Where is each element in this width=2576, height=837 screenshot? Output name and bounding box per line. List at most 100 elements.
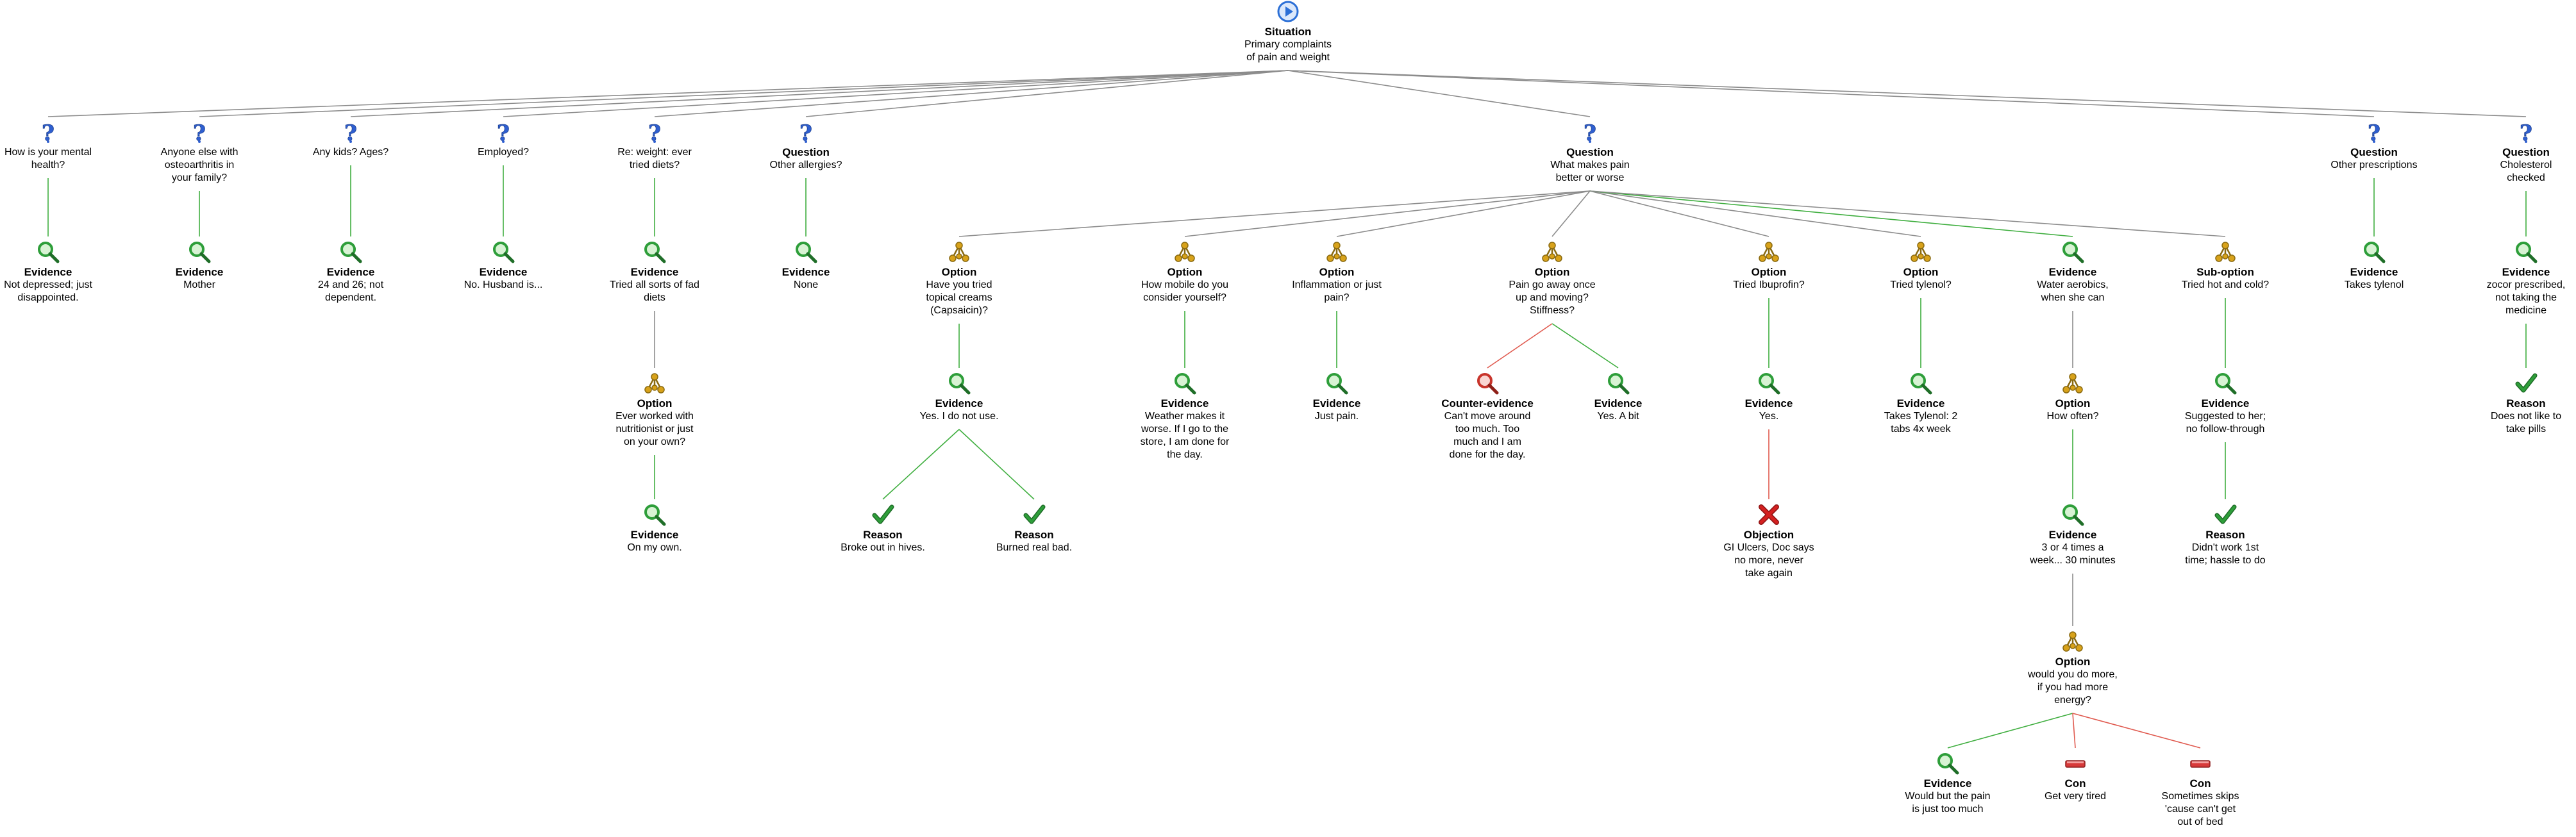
node-q1[interactable]: ?How is your mental health? xyxy=(0,120,122,172)
node-label: Ever worked with nutritionist or just on… xyxy=(615,411,694,447)
node-type: Evidence xyxy=(479,266,528,278)
magnifier-icon xyxy=(643,503,666,526)
node-type: Evidence xyxy=(1923,777,1972,790)
cross-icon xyxy=(1757,503,1780,526)
node-q4[interactable]: ?Employed? xyxy=(430,120,577,159)
svg-text:?: ? xyxy=(42,120,54,144)
node-label: Yes. I do not use. xyxy=(919,411,999,422)
edge-o74-e74 xyxy=(1551,323,1619,369)
node-type: Evidence xyxy=(630,266,679,278)
node-type: Evidence xyxy=(2502,266,2550,278)
edge-q7-e77 xyxy=(1589,190,2073,237)
node-type: Evidence xyxy=(2048,266,2097,278)
node-label: Other allergies? xyxy=(769,160,842,170)
question-icon: ? xyxy=(492,120,515,144)
svg-text:?: ? xyxy=(648,120,661,144)
magnifier-icon xyxy=(1325,372,1348,395)
svg-text:?: ? xyxy=(497,120,510,144)
question-icon: ? xyxy=(1578,120,1602,144)
node-label: Tried tylenol? xyxy=(1890,279,1952,290)
node-type: Evidence xyxy=(1896,397,1945,410)
minus-icon xyxy=(2064,752,2087,775)
node-q5[interactable]: ?Re: weight: ever tried diets? xyxy=(581,120,728,172)
edge-root-q3 xyxy=(350,70,1289,117)
edge-q7-o74 xyxy=(1551,190,1591,237)
node-q2[interactable]: ?Anyone else with osteoarthritis in your… xyxy=(126,120,273,185)
node-label: Takes Tylenol: 2 tabs 4x week xyxy=(1884,411,1958,435)
node-type: Evidence xyxy=(2048,529,2097,541)
magnifier-icon xyxy=(1173,372,1196,395)
node-q3[interactable]: ?Any kids? Ages? xyxy=(277,120,424,159)
node-label: Pain go away once up and moving? Stiffne… xyxy=(1509,279,1596,316)
svg-text:?: ? xyxy=(193,120,206,144)
node-type: Evidence xyxy=(630,529,679,541)
magnifier-icon xyxy=(643,240,666,263)
magnifier-icon xyxy=(2514,240,2538,263)
edge-q7-o76 xyxy=(1589,190,1921,237)
magnifier-icon xyxy=(37,240,60,263)
node-label: would you do more, if you had more energ… xyxy=(2028,669,2118,706)
edge-root-q2 xyxy=(199,70,1289,117)
edge-o74-ce74 xyxy=(1487,323,1553,369)
svg-text:?: ? xyxy=(2368,120,2380,144)
node-type: Question xyxy=(2350,146,2398,158)
svg-text:?: ? xyxy=(2520,120,2532,144)
node-label: Broke out in hives. xyxy=(841,542,925,553)
node-type: Evidence xyxy=(2201,397,2250,410)
option-icon xyxy=(1541,240,1564,263)
node-label: 24 and 26; not dependent. xyxy=(317,279,384,303)
node-label: Tried all sorts of fad diets xyxy=(610,279,699,303)
node-type: Option xyxy=(2055,656,2091,668)
option-icon xyxy=(948,240,971,263)
check-icon xyxy=(2214,503,2237,526)
play-icon xyxy=(1276,0,1300,23)
question-icon: ? xyxy=(2514,120,2538,144)
node-label: None xyxy=(793,279,819,290)
node-type: Evidence xyxy=(1160,397,1209,410)
node-label: zocor prescribed, not taking the medicin… xyxy=(2486,279,2566,316)
question-icon: ? xyxy=(2363,120,2386,144)
